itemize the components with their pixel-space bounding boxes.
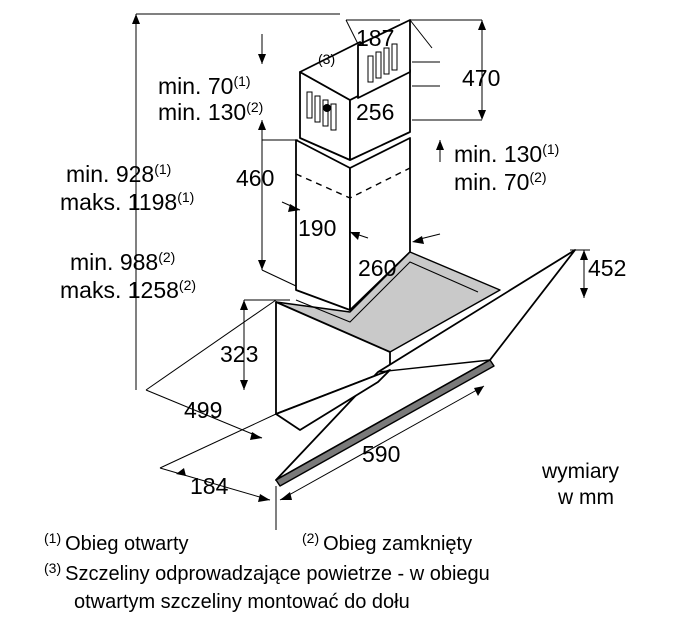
hood-outline xyxy=(275,19,576,487)
legend-item-3: (3)Szczeliny odprowadzające powietrze - … xyxy=(44,560,490,585)
glass-edge xyxy=(275,359,495,487)
dim-256: 256 xyxy=(356,99,394,125)
vent-slots-rear xyxy=(367,43,398,83)
dim-260: 260 xyxy=(358,255,396,281)
label-right-min130: min. 130(1) xyxy=(454,141,559,167)
units-line1: wymiary xyxy=(541,460,619,483)
slot-marker-label: (3) xyxy=(318,51,335,67)
label-min988: min. 988(2) xyxy=(70,249,175,275)
legend-item-2: (2)Obieg zamknięty xyxy=(302,530,472,555)
hood-top-inner xyxy=(295,261,479,323)
dim-590: 590 xyxy=(362,441,400,467)
dim-323: 323 xyxy=(220,341,258,367)
vent-slots-front xyxy=(306,91,337,131)
slot-marker-dot xyxy=(323,104,331,112)
dim-460: 460 xyxy=(236,165,274,191)
label-maks1258: maks. 1258(2) xyxy=(60,277,196,303)
dim-190: 190 xyxy=(298,215,336,241)
units-line2: w mm xyxy=(557,486,614,509)
glass-inner-line xyxy=(377,359,491,373)
dim-470: 470 xyxy=(462,65,500,91)
label-min130: min. 130(2) xyxy=(158,99,263,125)
dimension-lines xyxy=(132,13,590,530)
dim-499: 499 xyxy=(184,397,222,423)
dim-184: 184 xyxy=(190,473,229,499)
dim-187: 187 xyxy=(356,25,394,51)
dim-452: 452 xyxy=(588,255,626,281)
chimney-overlap-line xyxy=(295,167,411,199)
legend-item-3-cont: otwartym szczeliny montować do dołu xyxy=(74,591,410,613)
label-min70: min. 70(1) xyxy=(158,73,251,99)
hood-lower-slant xyxy=(275,369,391,431)
legend-item-1: (1)Obieg otwarty xyxy=(44,530,189,555)
label-maks1198: maks. 1198(1) xyxy=(60,189,194,215)
label-right-min70: min. 70(2) xyxy=(454,169,547,195)
label-min928: min. 928(1) xyxy=(66,161,171,187)
